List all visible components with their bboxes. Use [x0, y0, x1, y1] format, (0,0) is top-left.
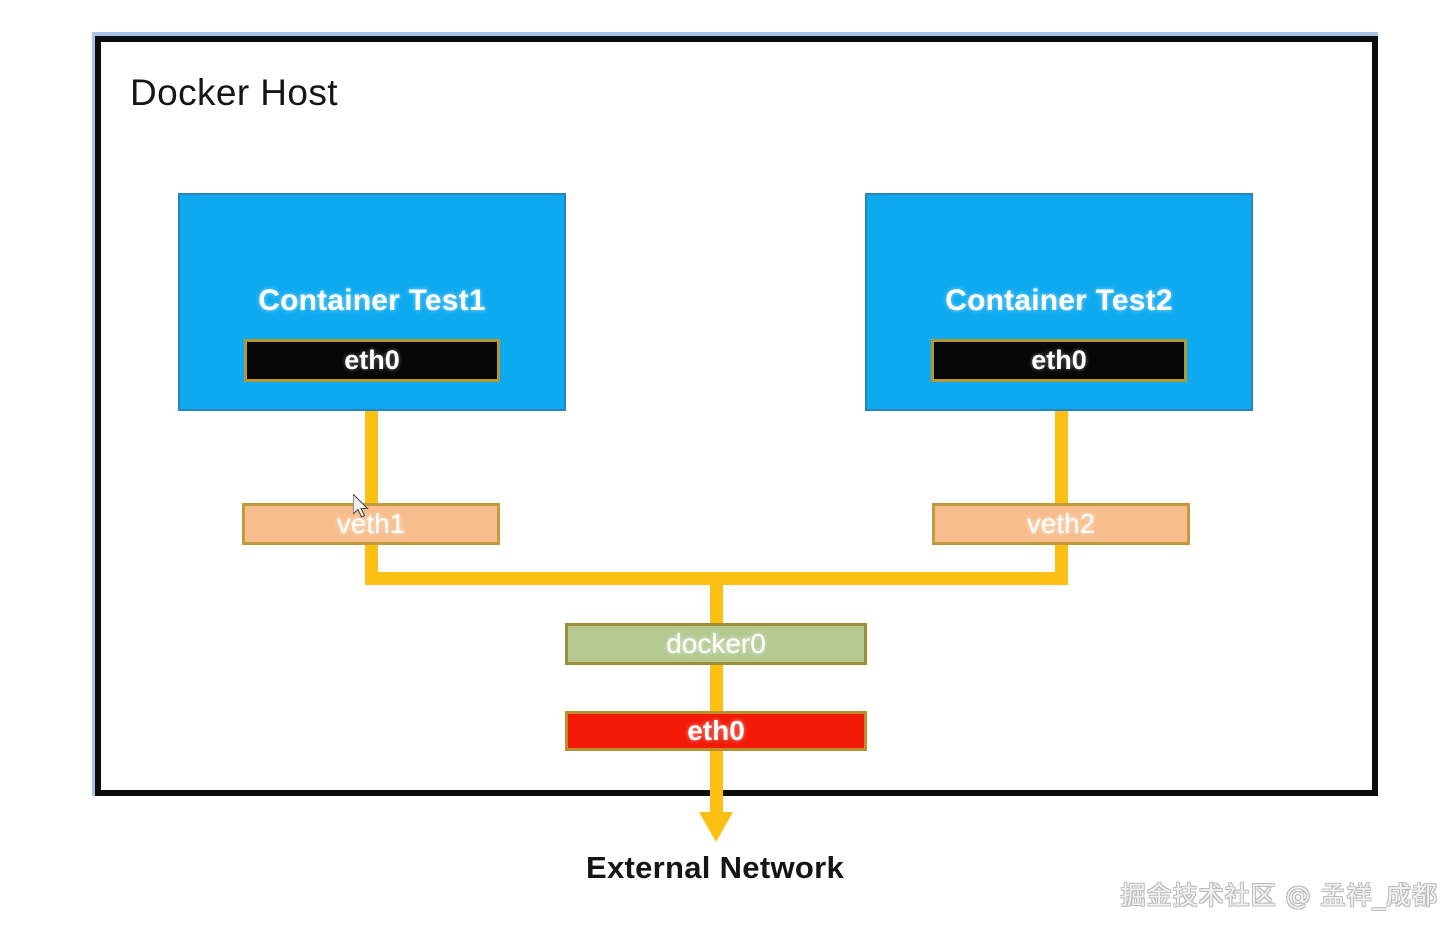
host-eth0-interface[interactable]: eth0 — [565, 711, 867, 751]
container2-eth0-interface[interactable]: eth0 — [931, 339, 1187, 382]
veth1-box[interactable]: veth1 — [242, 503, 500, 545]
external-network-arrow-icon — [699, 812, 733, 842]
outer-frame — [92, 32, 1378, 796]
container-box-test1[interactable]: Container Test1 eth0 — [178, 193, 566, 411]
watermark-text: 掘金技术社区 @ 孟祥_成都 — [1120, 881, 1438, 910]
external-network-label-wrap: External Network — [0, 850, 1454, 886]
docker0-bridge-box[interactable]: docker0 — [565, 623, 867, 665]
wire-bus-to-external — [710, 572, 723, 817]
container-box-test2[interactable]: Container Test2 eth0 — [865, 193, 1253, 411]
container-label-test2: Container Test2 — [945, 284, 1173, 317]
page-title: Docker Host — [130, 72, 338, 113]
container1-eth0-interface[interactable]: eth0 — [244, 339, 500, 382]
external-network-label: External Network — [585, 850, 845, 885]
container-label-test1: Container Test1 — [258, 284, 486, 317]
veth2-box[interactable]: veth2 — [932, 503, 1190, 545]
docker-host-frame-top — [95, 36, 1378, 42]
